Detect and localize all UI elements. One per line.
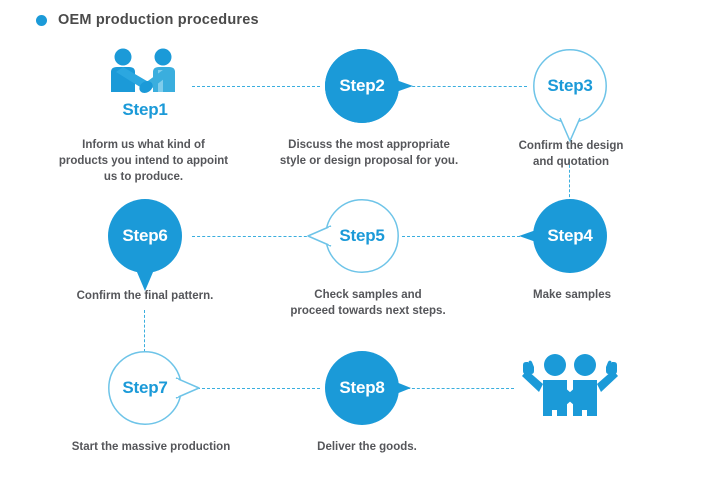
header: OEM production procedures [36,12,259,28]
step2-caption: Discuss the most appropriate style or de… [279,139,459,167]
connector-step6-step7 [144,310,145,352]
step3-node[interactable]: Step3 [533,49,607,142]
step3-bubble-shape [533,49,607,142]
step1-node[interactable]: Step1 [103,48,187,119]
handshake-icon [111,48,175,93]
connector-step3-step4 [569,160,570,202]
step7-caption: Start the massive production [71,441,231,453]
step8-bubble-shape [325,351,411,425]
step6-caption: Confirm the final pattern. [76,290,214,302]
connector-step7-step8 [192,388,320,389]
step6-bubble-shape [108,199,182,291]
step4-bubble-shape [519,199,607,273]
step7-bubble-shape [108,351,200,425]
step4-caption: Make samples [533,289,611,301]
step7-node[interactable]: Step7 [108,351,200,425]
step2-node[interactable]: Step2 [325,49,413,123]
connector-step5-step6 [192,236,317,237]
step8-caption: Deliver the goods. [317,441,417,453]
bullet-dot-icon [36,14,47,26]
celebrate-icon [522,354,618,420]
connector-step2-step3 [402,86,527,87]
step6-node[interactable]: Step6 [108,199,182,291]
step5-caption: Check samples and proceed towards next s… [290,289,446,317]
step1-label: Step1 [122,100,168,119]
step4-node[interactable]: Step4 [519,199,607,273]
step5-bubble-shape [307,199,399,273]
connector-step8-final [402,388,514,389]
connector-step4-step5 [402,236,530,237]
step3-caption: Confirm the design and quotation [518,140,624,168]
step1-caption: Inform us what kind of products you inte… [58,139,229,183]
step5-node[interactable]: Step5 [307,199,399,273]
step9-node[interactable] [515,352,625,422]
step2-bubble-shape [325,49,413,123]
connector-step1-step2 [192,86,320,87]
page-title: OEM production procedures [58,12,259,28]
step8-node[interactable]: Step8 [325,351,411,425]
